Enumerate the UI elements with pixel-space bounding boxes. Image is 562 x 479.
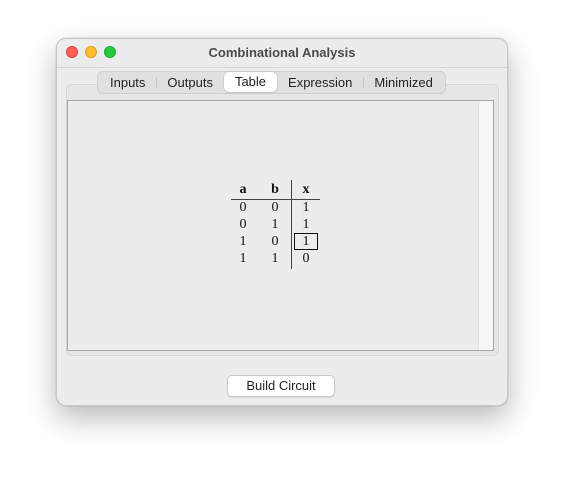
build-circuit-button[interactable]: Build Circuit: [227, 375, 335, 397]
vertical-scrollbar[interactable]: [478, 101, 493, 350]
table-view[interactable]: a 0 0 1 1 b 0 1 0 1 x 1 1 1 0: [67, 100, 494, 351]
title-bar[interactable]: Combinational Analysis: [57, 39, 507, 68]
input-column-a: a 0 0 1 1: [231, 180, 255, 267]
tab-bar: Inputs Outputs Table Expression Minimize…: [97, 71, 446, 94]
output-cell-selected[interactable]: 1: [294, 233, 318, 250]
table-cell: 0: [239, 200, 247, 215]
column-header-b: b: [271, 182, 279, 197]
table-cell: 0: [271, 200, 279, 215]
table-cell: 0: [271, 234, 279, 249]
output-cell[interactable]: 1: [302, 200, 310, 215]
header-divider: [231, 199, 320, 200]
input-output-divider: [291, 180, 292, 269]
tab-inputs[interactable]: Inputs: [110, 75, 146, 90]
column-header-a: a: [239, 182, 247, 197]
table-cell: 1: [239, 251, 247, 266]
zoom-window-button[interactable]: [104, 46, 116, 58]
close-window-button[interactable]: [66, 46, 78, 58]
tab-expression[interactable]: Expression: [288, 75, 353, 90]
input-column-b: b 0 1 0 1: [263, 180, 287, 267]
minimize-window-button[interactable]: [85, 46, 97, 58]
tab-table[interactable]: Table: [223, 72, 278, 92]
output-cell[interactable]: 1: [302, 217, 310, 232]
table-cell: 1: [271, 251, 279, 266]
output-cell[interactable]: 0: [302, 251, 310, 266]
table-cell: 0: [239, 217, 247, 232]
tab-minimized[interactable]: Minimized: [363, 72, 444, 93]
table-cell: 1: [271, 217, 279, 232]
analysis-window: Combinational Analysis Inputs Outputs Ta…: [56, 38, 508, 406]
output-column-x: x 1 1 1 0: [294, 180, 318, 267]
window-title: Combinational Analysis: [208, 45, 356, 60]
table-cell: 1: [239, 234, 247, 249]
column-header-x: x: [302, 182, 310, 197]
tab-outputs[interactable]: Outputs: [156, 72, 224, 93]
